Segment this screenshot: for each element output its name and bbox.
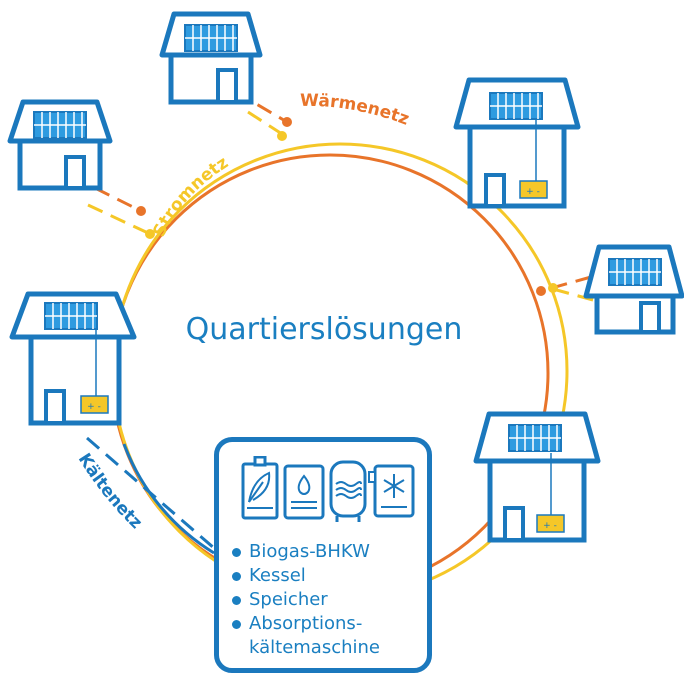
list-item-text: Absorptions- (249, 613, 363, 634)
plant-component-list: Biogas-BHKW Kessel Speicher Absorptions-… (229, 540, 380, 660)
house-left-upper (7, 99, 113, 191)
list-item: Absorptions- kältemaschine (229, 612, 380, 660)
house-top (159, 11, 263, 105)
house-left-large: + - (9, 291, 137, 426)
house-right-small (583, 244, 684, 335)
house-top-right: + - (453, 77, 581, 209)
svg-text:+ -: + - (526, 187, 540, 197)
biogas-chp-icon (241, 456, 279, 520)
center-title: Quartierslösungen (186, 312, 463, 347)
energy-center-box: Biogas-BHKW Kessel Speicher Absorptions-… (214, 437, 432, 673)
boiler-icon (283, 464, 325, 520)
list-item: Biogas-BHKW (229, 540, 380, 564)
heat-network-label: Wärmenetz (300, 91, 412, 130)
cold-network-label: Kältenetz (74, 450, 146, 533)
svg-text:+ -: + - (87, 402, 101, 412)
battery-icon (519, 180, 548, 199)
list-item: Speicher (229, 588, 380, 612)
storage-tank-icon (329, 460, 367, 522)
list-item: Kessel (229, 564, 380, 588)
cold-network-arc (122, 443, 215, 555)
list-item-continuation: kältemaschine (249, 637, 381, 658)
battery-icon (536, 514, 565, 533)
absorption-chiller-icon (368, 464, 415, 518)
svg-text:+ -: + - (543, 521, 557, 531)
power-network-label: Stromnetz (149, 153, 232, 240)
house-bottom-right: + - (473, 411, 601, 543)
battery-icon (80, 395, 109, 414)
plant-icons (241, 456, 415, 522)
junction-dots (136, 117, 558, 296)
